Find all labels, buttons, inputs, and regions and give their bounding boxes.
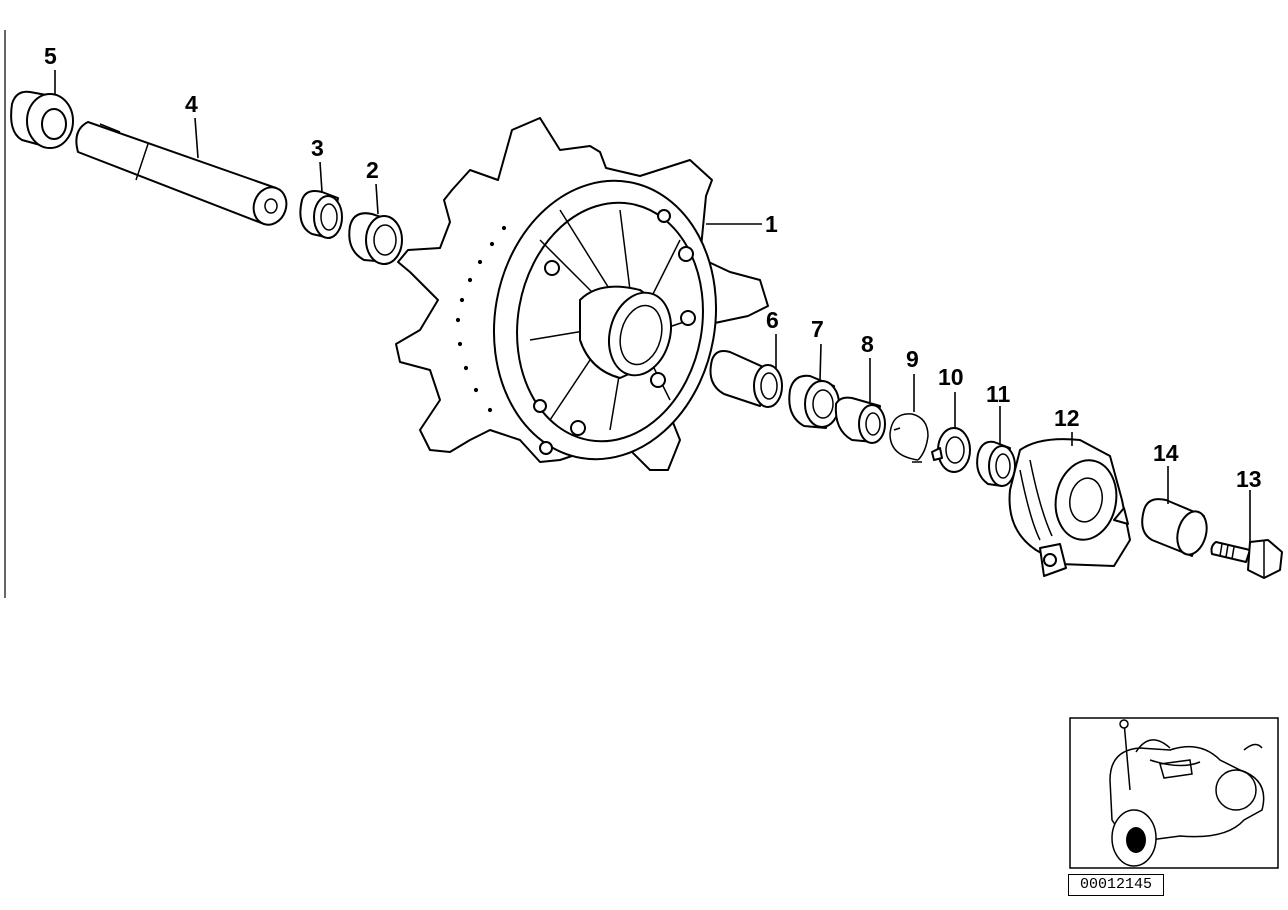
part-10-lock-washer xyxy=(931,427,971,473)
part-3-spacer xyxy=(299,190,343,239)
diagram-number: 00012145 xyxy=(1079,876,1152,893)
part-14-bush xyxy=(1141,498,1208,557)
part-label-5: 5 xyxy=(44,43,57,69)
part-label-1: 1 xyxy=(765,211,778,237)
part-label-7: 7 xyxy=(811,316,824,342)
leader-2 xyxy=(375,183,379,215)
part-label-8: 8 xyxy=(861,331,874,357)
part-9-circlip xyxy=(889,413,929,463)
part-6-sleeve xyxy=(709,350,783,408)
part-13-bolt xyxy=(1210,539,1283,579)
part-8-spacer xyxy=(834,396,886,444)
part-label-10: 10 xyxy=(938,364,964,390)
part-7-bearing xyxy=(788,374,840,429)
part-11-ring xyxy=(976,440,1016,487)
part-label-13: 13 xyxy=(1236,466,1262,492)
part-label-2: 2 xyxy=(366,157,379,183)
leader-7 xyxy=(819,343,822,381)
diagram-number-box: 00012145 xyxy=(1068,874,1164,896)
leader-4 xyxy=(194,117,199,159)
part-label-4: 4 xyxy=(185,91,198,117)
part-label-14: 14 xyxy=(1153,440,1179,466)
part-label-3: 3 xyxy=(311,135,324,161)
part-5-axle-cap xyxy=(10,90,74,149)
part-2-bearing xyxy=(348,212,403,265)
part-label-6: 6 xyxy=(766,307,779,333)
part-label-9: 9 xyxy=(906,346,919,372)
part-12-speedo-drive xyxy=(1008,438,1131,577)
part-label-12: 12 xyxy=(1054,405,1080,431)
leader-3 xyxy=(319,161,323,193)
part-label-11: 11 xyxy=(986,381,1011,407)
motorcycle-locator-thumbnail xyxy=(1069,717,1279,869)
part-4-axle xyxy=(75,121,288,226)
part-1-wheel-hub xyxy=(395,117,769,471)
